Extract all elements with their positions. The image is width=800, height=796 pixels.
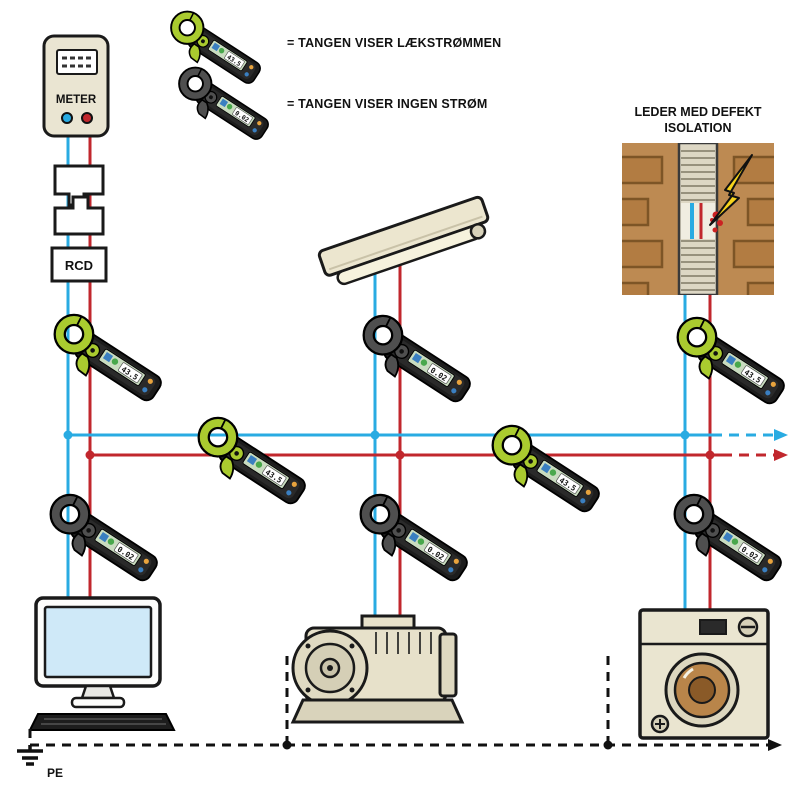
ground-icon — [17, 745, 43, 766]
rcd-label: RCD — [65, 258, 93, 273]
meter-live-terminal-icon — [81, 112, 93, 124]
meter-digits-icon — [62, 56, 91, 68]
legend-label-none: = TANGEN VISER INGEN STRØM — [287, 97, 488, 111]
pe-earth-system: PE — [17, 651, 782, 780]
junction-dots — [63, 430, 715, 460]
meter-label: METER — [56, 94, 97, 106]
clamp-meter-fault-branch: 43.5 — [674, 316, 798, 408]
meter-device: METER — [42, 34, 110, 138]
defect-title: LEDER MED DEFEKT ISOLATION — [634, 105, 762, 136]
live-bus-arrow-icon — [774, 449, 788, 461]
computer — [28, 596, 176, 731]
lamp-tube-endcap-icon — [469, 223, 487, 240]
clamp-meter-bus-left: 43.5 — [195, 416, 319, 508]
legend-clamp-leak: 43.5 — [168, 10, 272, 87]
keyboard — [28, 713, 176, 731]
motor-fins — [375, 632, 432, 654]
clamp-meter-bus-right: 43.5 — [489, 424, 613, 516]
meter-neutral-terminal-icon — [61, 112, 73, 124]
pe-label: PE — [47, 766, 63, 780]
clamp-meter-computer-branch: 0.02 — [47, 493, 171, 585]
legend-label-leak: = TANGEN VISER LÆKSTRØMMEN — [287, 36, 502, 50]
service-connector — [53, 164, 105, 236]
lightning-bolt-icon — [709, 154, 753, 226]
clamp-meter-motor-branch: 0.02 — [357, 493, 481, 585]
electric-motor — [290, 614, 465, 724]
washer-display — [699, 619, 727, 635]
defect-insulation-illustration — [622, 143, 774, 295]
legend-clamp-none: 0.02 — [176, 66, 280, 143]
neutral-bus-arrow-icon — [774, 429, 788, 441]
damaged-insulation — [681, 203, 715, 239]
pe-arrow-icon — [768, 739, 782, 751]
lamp-fixture — [317, 195, 490, 286]
clamp-meter-washer-branch: 0.02 — [671, 493, 795, 585]
clamp-meter-lamp-branch: 0.02 — [360, 314, 484, 406]
clamp-meter-supply: 43.5 — [51, 313, 175, 405]
monitor-screen — [43, 605, 153, 679]
washing-machine — [638, 608, 770, 740]
rcd-box: RCD — [50, 246, 108, 283]
motor-base — [290, 698, 465, 724]
